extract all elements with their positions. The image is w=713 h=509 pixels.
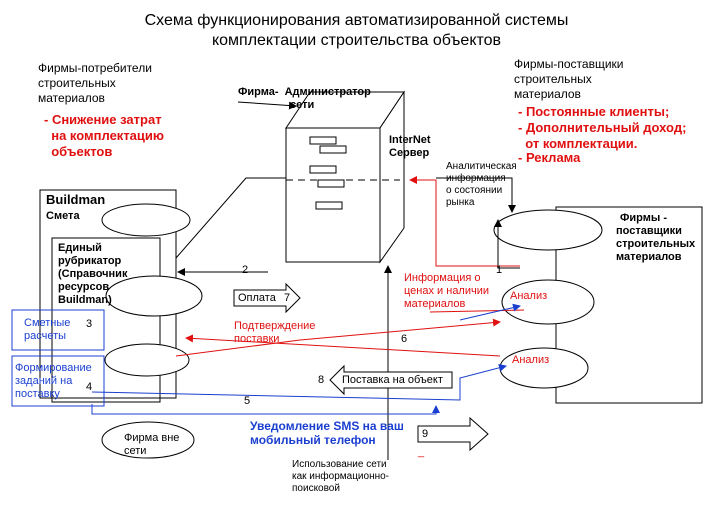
consumers-label-1: Фирмы-потребители	[38, 61, 152, 75]
admin-arrow	[237, 101, 297, 110]
orders-label-1: Формирование	[15, 362, 92, 374]
delivery-num: 8	[318, 374, 325, 386]
flow-6-num: 6	[401, 333, 408, 345]
analytics-label-4: рынка	[446, 197, 475, 208]
server-icon	[285, 90, 405, 264]
consumers-benefit-3: объектов	[44, 144, 113, 159]
analysis-1-label: Анализ	[510, 290, 548, 302]
confirm-label-1: Подтверждение	[234, 320, 316, 332]
suppliers-box-title-3: строительных	[616, 238, 696, 250]
server-label-1: InterNet	[389, 134, 431, 146]
title-line2: комплектации строительства объектов	[211, 32, 502, 49]
sms-label-2: мобильный телефон	[250, 433, 376, 447]
outside-label-2: сети	[124, 445, 147, 457]
delivery-arrow-shape	[329, 364, 453, 396]
suppliers-benefit-3: от комплектации.	[518, 136, 638, 151]
suppliers-ellipse-1	[493, 209, 603, 251]
suppliers-label-1: Фирмы-поставщики	[514, 57, 624, 71]
flow-2-num: 2	[242, 264, 249, 276]
buildman-ellipse-low	[104, 343, 190, 377]
consumers-label-3: материалов	[38, 91, 105, 105]
buildman-ellipse-mid	[105, 275, 203, 317]
analysis-blue-arrow	[459, 303, 521, 321]
flow-5-num: 5	[244, 395, 251, 407]
payment-label: Оплата	[238, 292, 276, 304]
confirm-label-2: поставки	[234, 333, 280, 345]
server-label-2: Сервер	[389, 147, 430, 159]
orders-label-3: поставку	[15, 388, 60, 400]
price-info-2: ценах и наличии	[404, 285, 490, 297]
search-use-3: поисковой	[292, 483, 340, 494]
search-use-2: как информационно-	[292, 471, 390, 482]
analysis-2-label: Анализ	[512, 354, 550, 366]
flow-1-red	[409, 176, 520, 267]
suppliers-box-title-4: материалов	[616, 251, 682, 263]
orders-num: 4	[86, 381, 93, 393]
estimates-num: 3	[86, 318, 93, 330]
suppliers-benefit-1: - Постоянные клиенты;	[518, 104, 670, 119]
sms-label-1: Уведомление SMS на ваш	[250, 419, 404, 433]
payment-arrow-shape	[233, 282, 301, 314]
consumers-benefit-1: - Снижение затрат	[44, 112, 162, 127]
buildman-ellipse-top	[101, 203, 191, 237]
admin-label-1: Фирма- Администратор	[238, 86, 371, 98]
flow-1-num: 1	[496, 264, 503, 276]
estimates-label-1: Сметные	[24, 317, 71, 329]
flow-6-left	[185, 334, 501, 357]
outside-label-1: Фирма вне	[124, 432, 180, 444]
payment-num: 7	[284, 292, 291, 304]
dash-mark: _	[418, 446, 425, 458]
estimates-box	[11, 309, 105, 351]
orders-box	[11, 355, 105, 407]
rubricator-arrow	[175, 177, 286, 259]
suppliers-benefit-4: - Реклама	[518, 150, 581, 165]
rubricator-1: Единый	[58, 242, 102, 254]
consumers-benefit-2: на комплектацию	[44, 128, 164, 143]
suppliers-label-3: материалов	[514, 87, 581, 101]
suppliers-box-title-1: Фирмы -	[620, 212, 667, 224]
orders-label-2: заданий на	[15, 375, 73, 387]
outside-firm-ellipse	[101, 421, 195, 459]
rubricator-5: Buildman)	[58, 294, 112, 306]
flow-9-arrow-shape	[417, 416, 489, 452]
suppliers-label-2: строительных	[514, 72, 592, 86]
flow-9-num: 9	[422, 428, 429, 440]
title-line1: Схема функционирования автоматизированно…	[144, 12, 569, 29]
admin-label-2: сети	[290, 99, 315, 111]
flow-5-lower	[91, 404, 440, 415]
analytics-label-1: Аналитическая	[446, 161, 517, 172]
search-use-1: Использование сети	[292, 459, 387, 470]
consumers-label-2: строительных	[38, 76, 116, 90]
price-info-line	[429, 309, 525, 313]
price-info-3: материалов	[404, 298, 466, 310]
flow-1-arrow	[494, 219, 520, 269]
buildman-title: Buildman	[46, 192, 106, 207]
suppliers-box-title-2: поставщики	[616, 225, 682, 237]
analytics-arrow	[436, 177, 516, 213]
suppliers-benefit-2: - Дополнительный доход;	[518, 120, 687, 135]
estimates-label-2: расчеты	[24, 330, 67, 342]
rubricator-2: рубрикатор	[58, 255, 122, 267]
analytics-label-3: о состоянии	[446, 185, 503, 196]
analytics-label-2: информация	[446, 173, 506, 184]
rubricator-box	[51, 237, 161, 403]
buildman-subtitle: Смета	[46, 210, 80, 222]
flow-5-arrow	[91, 363, 507, 401]
delivery-label: Поставка на объект	[342, 374, 443, 386]
suppliers-ellipse-2	[501, 279, 595, 325]
rubricator-3: (Справочник	[58, 268, 128, 280]
rubricator-4: ресурсов	[58, 281, 110, 293]
flow-6-arrow	[175, 318, 501, 357]
price-info-1: Информация о	[404, 272, 481, 284]
